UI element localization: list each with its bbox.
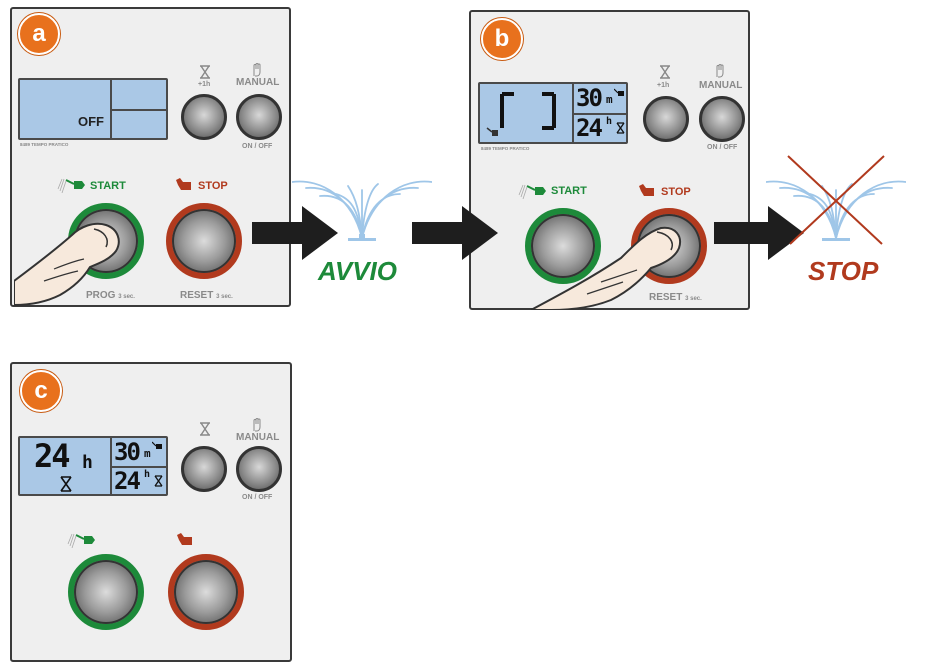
tap-icon	[177, 533, 192, 545]
on-off-label: ON / OFF	[707, 144, 738, 151]
prog-text: PROG	[86, 290, 116, 301]
hourglass-icon	[60, 476, 72, 492]
watering-can-small-icon	[152, 441, 162, 449]
reset-text: RESET	[180, 290, 214, 301]
lcd-off-text: OFF	[78, 114, 104, 129]
reset-duration: 3 sec.	[685, 296, 702, 302]
hand-icon	[716, 64, 724, 78]
arrow-right-icon	[412, 206, 498, 260]
lcd-hours: 24	[114, 467, 141, 495]
lcd-minutes-unit: m	[144, 447, 151, 460]
reset-label: RESET 3 sec.	[180, 290, 233, 301]
watering-can-icon	[57, 178, 85, 193]
on-off-label: ON / OFF	[242, 494, 273, 501]
step-badge-a: a	[18, 13, 60, 55]
reset-duration: 3 sec.	[216, 294, 233, 300]
step-badge-b: b	[481, 18, 523, 60]
hourglass-icon	[154, 475, 163, 487]
hourglass-icon	[660, 65, 670, 79]
stop-result-label: STOP	[808, 256, 879, 286]
stop-button[interactable]	[168, 554, 244, 630]
sprinkler-on-icon	[292, 180, 432, 241]
step-badge-c: c	[20, 370, 62, 412]
watering-can-icon	[518, 184, 546, 199]
tap-icon	[639, 184, 654, 196]
hand-icon	[253, 418, 261, 432]
lcd-divider	[572, 113, 626, 115]
lcd-minutes: 30	[114, 438, 141, 466]
start-label: START	[90, 180, 126, 192]
manual-label: MANUAL	[699, 80, 743, 91]
timer-button[interactable]	[181, 94, 227, 140]
prog-label: PROG 3 sec.	[86, 290, 135, 301]
hourglass-icon	[616, 122, 625, 134]
panel-b: b 30 m 24 h 8489 TEMPO PRATICO +1h MANUA…	[469, 10, 750, 310]
arrow-right-icon	[252, 206, 338, 260]
on-off-label: ON / OFF	[242, 143, 273, 150]
lcd-divider	[110, 109, 166, 111]
panel-a: a OFF 8489 TEMPO PRATICO +1h MANUAL ON /…	[10, 7, 291, 307]
segment-bracket-icon	[500, 92, 556, 130]
manual-label: MANUAL	[236, 432, 280, 443]
lcd-minutes-unit: m	[606, 93, 613, 106]
lcd-minutes: 30	[576, 84, 603, 112]
start-button[interactable]	[68, 554, 144, 630]
lcd-display: OFF	[18, 78, 168, 140]
pressing-finger-icon	[14, 222, 120, 306]
lcd-hours-unit: h	[606, 116, 613, 127]
pressing-finger-icon	[531, 226, 681, 310]
timer-button[interactable]	[643, 96, 689, 142]
watering-can-small-icon	[614, 88, 624, 96]
lcd-main-unit: h	[82, 452, 93, 473]
timer-plus-label: +1h	[657, 82, 670, 89]
tap-icon	[176, 178, 191, 190]
lcd-main-value: 24	[34, 437, 71, 475]
manual-button[interactable]	[236, 446, 282, 492]
stop-button[interactable]	[166, 203, 242, 279]
panel-c: c 24 h 30 m 24 h MANUAL ON / OFF	[10, 362, 292, 662]
stop-label: STOP	[198, 180, 228, 192]
brand-label: 8489 TEMPO PRATICO	[481, 146, 530, 151]
lcd-hours: 24	[576, 114, 603, 142]
manual-button[interactable]	[699, 96, 745, 142]
manual-label: MANUAL	[236, 77, 280, 88]
hourglass-icon	[200, 65, 210, 79]
brand-label: 8489 TEMPO PRATICO	[20, 142, 69, 147]
lcd-hours-unit: h	[144, 469, 151, 480]
lcd-divider	[110, 466, 166, 468]
hand-icon	[253, 63, 261, 77]
lcd-display: 30 m 24 h	[478, 82, 628, 144]
timer-button[interactable]	[181, 446, 227, 492]
watering-can-small-icon	[486, 127, 498, 136]
reset-label: RESET 3 sec.	[649, 292, 702, 303]
reset-text: RESET	[649, 292, 683, 303]
arrow-right-icon	[714, 206, 804, 260]
sprinkler-off-icon	[766, 155, 906, 245]
manual-button[interactable]	[236, 94, 282, 140]
start-button[interactable]	[525, 208, 601, 284]
watering-can-icon	[67, 533, 95, 548]
hourglass-icon	[200, 422, 210, 436]
timer-plus-label: +1h	[198, 81, 211, 88]
stop-label: STOP	[661, 186, 691, 198]
prog-duration: 3 sec.	[118, 294, 135, 300]
start-result-label: AVVIO	[318, 256, 397, 286]
start-label: START	[551, 185, 587, 197]
lcd-display: 24 h 30 m 24 h	[18, 436, 168, 496]
